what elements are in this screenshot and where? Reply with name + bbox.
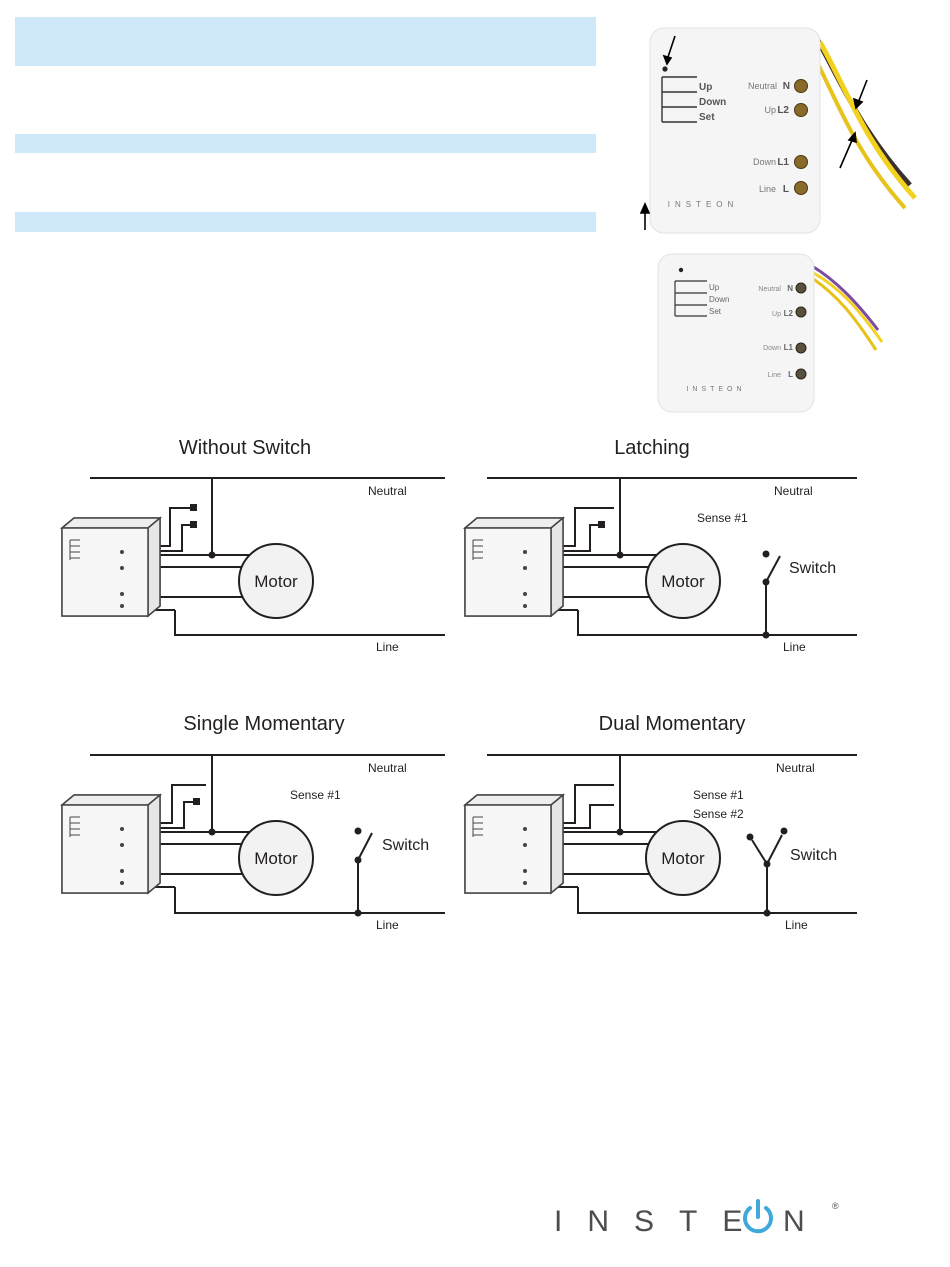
terminal-screw-l [795, 368, 807, 380]
product-photo-small: Up Down Set Neutral N Up L2 Down L1 Line… [657, 253, 884, 413]
motor-label: Motor [254, 849, 298, 868]
power-icon [743, 1199, 773, 1234]
diagram-title-without-switch: Without Switch [179, 437, 311, 459]
terminal-code-l: L [788, 370, 793, 379]
header-band-middle [15, 134, 596, 153]
terminal-label-line: Line [768, 372, 781, 379]
terminal-code-l2: L2 [777, 105, 789, 116]
sense1-label: Sense #1 [693, 788, 744, 802]
diagram-dual-momentary: Dual Momentary Motor Neutral Line Sense … [464, 713, 857, 932]
product-photo-large: Up Down Set Neutral N Up L2 Down L1 Line… [639, 27, 917, 234]
terminal-label-neutral: Neutral [748, 81, 777, 91]
terminal-screw-l1 [794, 155, 808, 169]
wiring-diagrams: Without Switch Motor Neutral Line Latchi… [61, 437, 857, 932]
terminal-label-neutral: Neutral [758, 286, 781, 293]
neutral-label: Neutral [368, 484, 407, 498]
sense1-label: Sense #1 [290, 788, 341, 802]
insteon-logo: INSTE N ® [554, 1199, 839, 1238]
line-label: Line [376, 918, 399, 932]
wire-yellow [811, 270, 884, 343]
wire-yellow [817, 40, 917, 200]
sense1-label: Sense #1 [697, 511, 748, 525]
logo-text-right: N [783, 1205, 805, 1238]
sense2-label: Sense #2 [693, 807, 744, 821]
status-led [678, 267, 684, 273]
terminal-code-n: N [787, 284, 793, 293]
terminal-screw-n [795, 282, 807, 294]
diagram-single-momentary: Single Momentary Motor Neutral Line Sens… [61, 713, 445, 932]
registered-mark: ® [832, 1201, 839, 1211]
button-label-set: Set [699, 112, 715, 123]
diagram-title-dual-momentary: Dual Momentary [599, 713, 746, 735]
button-label-up: Up [709, 283, 720, 292]
terminal-screw-l2 [794, 103, 808, 117]
diagram-title-single-momentary: Single Momentary [183, 713, 344, 735]
header-band-top [15, 17, 596, 66]
motor-circle [238, 543, 314, 619]
header-band-bottom [15, 212, 596, 232]
terminal-code-l: L [783, 184, 789, 195]
button-bracket [674, 280, 707, 317]
terminal-screw-l [794, 181, 808, 195]
status-led [662, 66, 668, 72]
neutral-label: Neutral [774, 484, 813, 498]
terminal-label-down: Down [763, 345, 781, 352]
switch-label: Switch [790, 847, 837, 864]
module-body [649, 27, 821, 234]
motor-circle [238, 820, 314, 896]
switch-label: Switch [382, 837, 429, 854]
motor-label: Motor [661, 572, 705, 591]
terminal-label-line: Line [759, 184, 776, 194]
terminal-screw-n [794, 79, 808, 93]
button-label-up: Up [699, 82, 712, 93]
button-bracket [661, 76, 697, 123]
terminal-code-l2: L2 [784, 309, 794, 318]
terminal-code-l1: L1 [784, 343, 794, 352]
terminal-code-l1: L1 [777, 157, 789, 168]
line-label: Line [785, 918, 808, 932]
terminal-label-up: Up [764, 105, 776, 115]
terminal-label-up: Up [772, 311, 781, 318]
terminal-screw-l1 [795, 342, 807, 354]
line-label: Line [783, 640, 806, 654]
diagram-without-switch: Without Switch Motor Neutral Line [61, 437, 445, 654]
motor-circle [645, 820, 721, 896]
callout-arrows [639, 35, 868, 230]
button-label-down: Down [699, 97, 726, 108]
terminal-label-down: Down [753, 157, 776, 167]
diagram-title-latching: Latching [614, 437, 690, 459]
button-label-set: Set [709, 307, 722, 316]
motor-circle [645, 543, 721, 619]
motor-label: Motor [254, 572, 298, 591]
diagram-latching: Latching Motor Neutral Line Sense #1 Swi… [464, 437, 857, 654]
line-label: Line [376, 640, 399, 654]
switch-label: Switch [789, 560, 836, 577]
terminal-screw-l2 [795, 306, 807, 318]
module-brand: INSTEON [668, 200, 739, 209]
neutral-label: Neutral [776, 761, 815, 775]
motor-label: Motor [661, 849, 705, 868]
wire-purple [811, 264, 880, 331]
wire-yellow-2 [809, 49, 907, 210]
button-label-down: Down [709, 295, 729, 304]
wire-yellow-2 [811, 276, 878, 351]
module-brand: INSTEON [686, 386, 745, 393]
neutral-label: Neutral [368, 761, 407, 775]
terminal-code-n: N [783, 81, 790, 92]
logo-text-left: INSTE [554, 1205, 767, 1238]
